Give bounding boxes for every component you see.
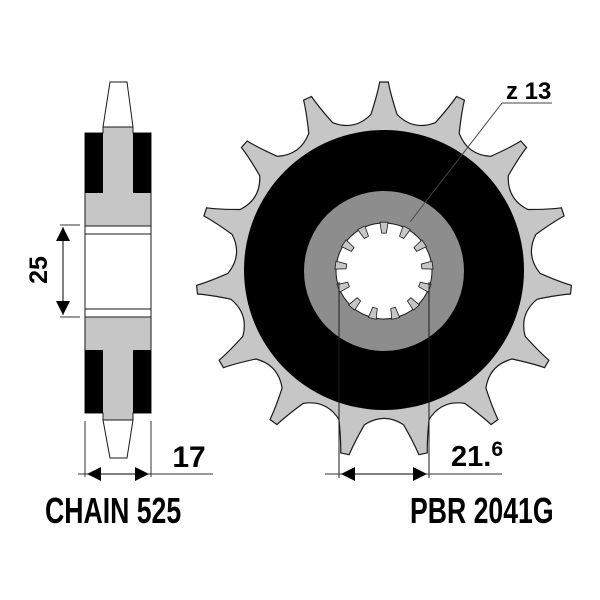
side-top-tooth [102,81,134,128]
side-hub [84,233,152,310]
spline-tab [340,239,355,252]
spline-tab [334,260,348,270]
side-bottom-black-right [133,350,151,413]
hub-height-dimension: 25 [25,224,80,318]
chain-label: CHAIN 525 [45,490,181,531]
spline-tab [390,306,401,320]
spline-tab [379,221,389,234]
bore-label-sup: 6 [491,438,503,461]
spline-tab [413,239,428,252]
side-top-black-right [133,133,151,193]
side-profile-view [84,81,152,459]
side-hub-lower-band [84,308,152,318]
width-dimension: 17 [78,421,213,481]
bore-label: 21.6 [451,438,503,473]
side-bottom-black-left [85,350,103,413]
spline-tab [336,281,350,293]
spline-tab [367,306,378,320]
spline-tabs [334,221,434,320]
side-top-black-left [85,133,103,193]
bore-label-main: 21. [451,441,491,473]
spline-tab [406,297,421,311]
part-number-label: PBR 2041G [410,490,554,531]
spline-tab [399,225,411,240]
hub-height-label: 25 [25,256,53,284]
bore-dimension: 21.6 [325,282,503,481]
side-hub-upper-band [84,225,152,235]
spline-count-callout: z 13 [409,78,552,223]
width-label: 17 [172,441,205,474]
spline-count-label: z 13 [506,78,551,105]
spline-tab [420,260,434,270]
spline-tab [347,297,362,311]
sprocket-front-view [195,81,573,456]
side-bottom-tooth [102,419,134,459]
spline-tab [357,225,369,240]
